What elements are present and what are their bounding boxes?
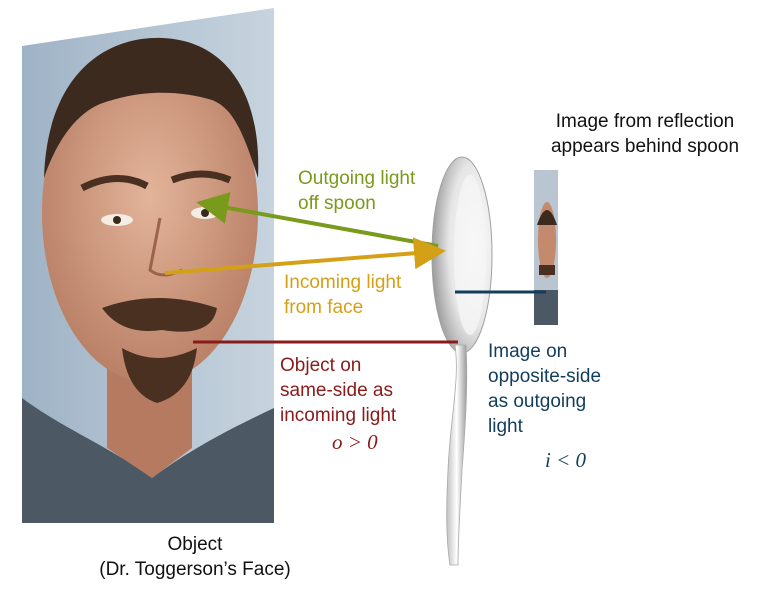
face-photo-icon <box>22 8 274 523</box>
image-condition: i < 0 <box>545 448 587 472</box>
incoming-light-label: Incoming light from face <box>284 272 402 318</box>
spoon-icon <box>431 156 493 566</box>
outgoing-light-label: Outgoing light off spoon <box>298 168 416 214</box>
image-side-label: Image on opposite-side as outgoing light <box>488 341 602 437</box>
incoming-light-arrow <box>164 237 446 275</box>
outgoing-light-arrow <box>196 192 439 248</box>
object-condition: o > 0 <box>332 430 378 454</box>
image-reflection-label: Image from reflection appears behind spo… <box>550 111 740 157</box>
object-caption: Object (Dr. Toggerson’s Face) <box>99 534 291 580</box>
object-side-label: Object on same-side as incoming light <box>280 355 397 426</box>
reflected-image-icon <box>534 170 558 325</box>
